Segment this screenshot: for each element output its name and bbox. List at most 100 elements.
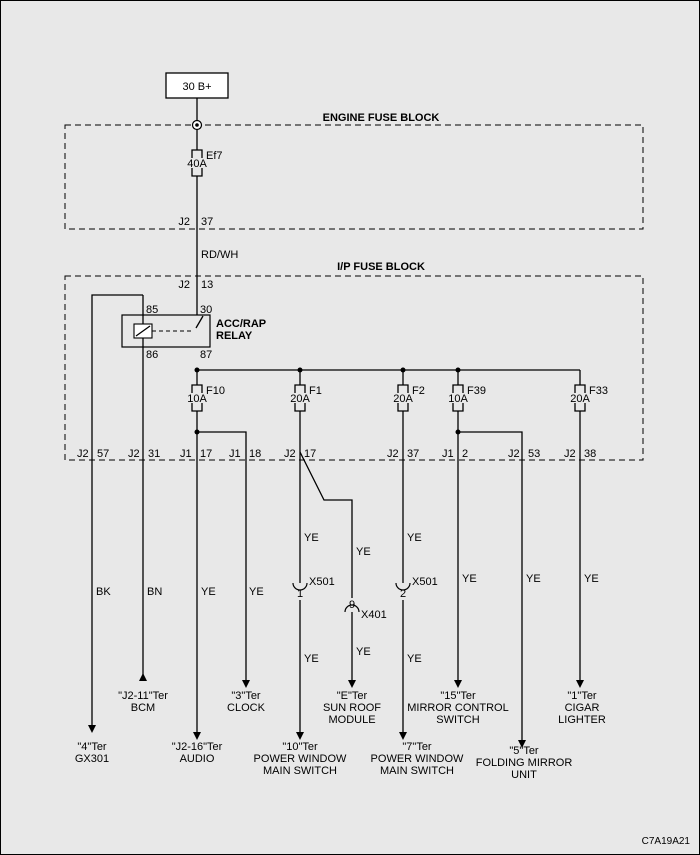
pin-j2-37-conn: J2 (387, 448, 399, 460)
wire-ye-sunroof-upper: YE (356, 546, 371, 558)
figure-code: C7A19A21 (642, 836, 691, 847)
relay-pin-85: 85 (146, 304, 158, 316)
wire-ye-mirror: YE (462, 573, 477, 585)
arrow-folding-mirror (518, 740, 526, 748)
inline-connector-x401-9 (344, 604, 360, 680)
dest-pw-main-1-line1: "10"Ter (282, 741, 318, 753)
ip-fuse-block-outline (64, 275, 644, 461)
pin-j1-17-num: 17 (200, 448, 212, 460)
inline-connector-x501-2 (395, 582, 411, 732)
dest-gx301-line1: "4"Ter (77, 741, 107, 753)
wire-color-main: RD/WH (201, 249, 238, 261)
fuse-f39-name: F39 (467, 385, 486, 397)
engine-pin: 37 (201, 216, 213, 228)
relay-pin-87: 87 (200, 349, 212, 361)
dest-pw-main-2-line1: "7"Ter (402, 741, 432, 753)
pin-j2-38-num: 38 (584, 448, 596, 460)
dest-cigar-line1: "1"Ter (567, 690, 597, 702)
dest-pw-main-2-line3: MAIN SWITCH (380, 765, 454, 777)
dest-gx301-line2: GX301 (75, 753, 109, 765)
pin-j1-18-num: 18 (249, 448, 261, 460)
dest-cigar-line2: CIGAR (565, 702, 600, 714)
dest-bcm-line1: "J2-11"Ter (118, 690, 168, 702)
dest-folding-mirror-line2: FOLDING MIRROR (476, 757, 573, 769)
ip-input-connector: J2 (178, 279, 190, 291)
wire-ye-folding: YE (526, 573, 541, 585)
dest-clock-line1: "3"Ter (231, 690, 261, 702)
dest-mirror-ctrl-line1: "15"Ter (440, 690, 476, 702)
engine-fuse-block-title: ENGINE FUSE BLOCK (323, 112, 440, 124)
inline-connector-x501-1 (292, 582, 308, 732)
arrow-clock (242, 680, 250, 688)
wire-bn: BN (147, 586, 162, 598)
pin-j1-17-conn: J1 (180, 448, 192, 460)
pin-j2-57-num: 57 (97, 448, 109, 460)
fuse-f1-name: F1 (309, 385, 322, 397)
x401-9-pin: 9 (349, 599, 355, 611)
pin-j2-37-num: 37 (407, 448, 419, 460)
relay-pin-30: 30 (200, 304, 212, 316)
wire-ye-f1-upper: YE (304, 532, 319, 544)
dest-sunroof-line2: SUN ROOF (323, 702, 381, 714)
pin-j1-2-num: 2 (462, 448, 468, 460)
arrow-pw-main-2 (399, 732, 407, 740)
pin-j1-2-conn: J1 (442, 448, 454, 460)
arrow-gx301 (88, 725, 96, 733)
wire-ye-audio: YE (201, 586, 216, 598)
dest-pw-main-2-line2: POWER WINDOW (371, 753, 464, 765)
dest-sunroof-line3: MODULE (328, 714, 375, 726)
dest-folding-mirror-line1: "5"Ter (509, 745, 539, 757)
fuse-f33-rating: 20A (570, 393, 590, 405)
wire-ye-sunroof-lower: YE (356, 646, 371, 658)
arrow-cigar (576, 680, 584, 688)
engine-connector: J2 (178, 216, 190, 228)
dest-sunroof-line1: "E"Ter (337, 690, 368, 702)
dest-cigar-line3: LIGHTER (558, 714, 606, 726)
wire-ye-f2-upper: YE (407, 532, 422, 544)
arrow-sunroof (348, 680, 356, 688)
relay-name-line2: RELAY (216, 330, 253, 342)
pin-j2-17-num: 17 (304, 448, 316, 460)
fuse-f39-rating: 10A (448, 393, 468, 405)
dest-audio-line2: AUDIO (180, 753, 215, 765)
x501-2-name: X501 (412, 576, 438, 588)
fuse-f33-name: F33 (589, 385, 608, 397)
pin-j2-53-conn: J2 (508, 448, 520, 460)
wire-ye-clock: YE (249, 586, 264, 598)
wire-ye-f2-lower: YE (407, 653, 422, 665)
ground-wire (91, 294, 143, 725)
relay-pin-86: 86 (146, 349, 158, 361)
pin-j2-31-conn: J2 (128, 448, 140, 460)
dest-mirror-ctrl-line2: MIRROR CONTROL (407, 702, 508, 714)
pin-j2-17-conn: J2 (284, 448, 296, 460)
ip-fuse-block-title: I/P FUSE BLOCK (337, 261, 425, 273)
dest-bcm-line2: BCM (131, 702, 155, 714)
x501-1-name: X501 (309, 576, 335, 588)
arrow-bcm (139, 673, 147, 681)
power-source-box (165, 72, 229, 99)
dest-pw-main-1-line3: MAIN SWITCH (263, 765, 337, 777)
fuse-f1-rating: 20A (290, 393, 310, 405)
wire-ye-f1-lower: YE (304, 653, 319, 665)
wire-ye-cigar: YE (584, 573, 599, 585)
fuse-f10-name: F10 (206, 385, 225, 397)
fuse-ef7-rating: 40A (187, 158, 207, 170)
pin-j2-53-num: 53 (528, 448, 540, 460)
x501-2-pin: 2 (400, 588, 406, 600)
dest-pw-main-1-line2: POWER WINDOW (254, 753, 347, 765)
fuse-f10-rating: 10A (187, 393, 207, 405)
fuse-f2-name: F2 (412, 385, 425, 397)
pin-j2-31-num: 31 (148, 448, 160, 460)
dest-mirror-ctrl-line3: SWITCH (436, 714, 479, 726)
pin-j2-38-conn: J2 (564, 448, 576, 460)
x401-9-name: X401 (361, 609, 387, 621)
x501-1-pin: 1 (297, 588, 303, 600)
pin-j2-57-conn: J2 (77, 448, 89, 460)
dest-folding-mirror-line3: UNIT (511, 769, 537, 781)
dest-audio-line1: "J2-16"Ter (172, 741, 223, 753)
fuse-ef7-name: Ef7 (206, 150, 223, 162)
wire-bk: BK (96, 586, 111, 598)
fuse-f2-rating: 20A (393, 393, 413, 405)
relay-name-line1: ACC/RAP (216, 318, 266, 330)
